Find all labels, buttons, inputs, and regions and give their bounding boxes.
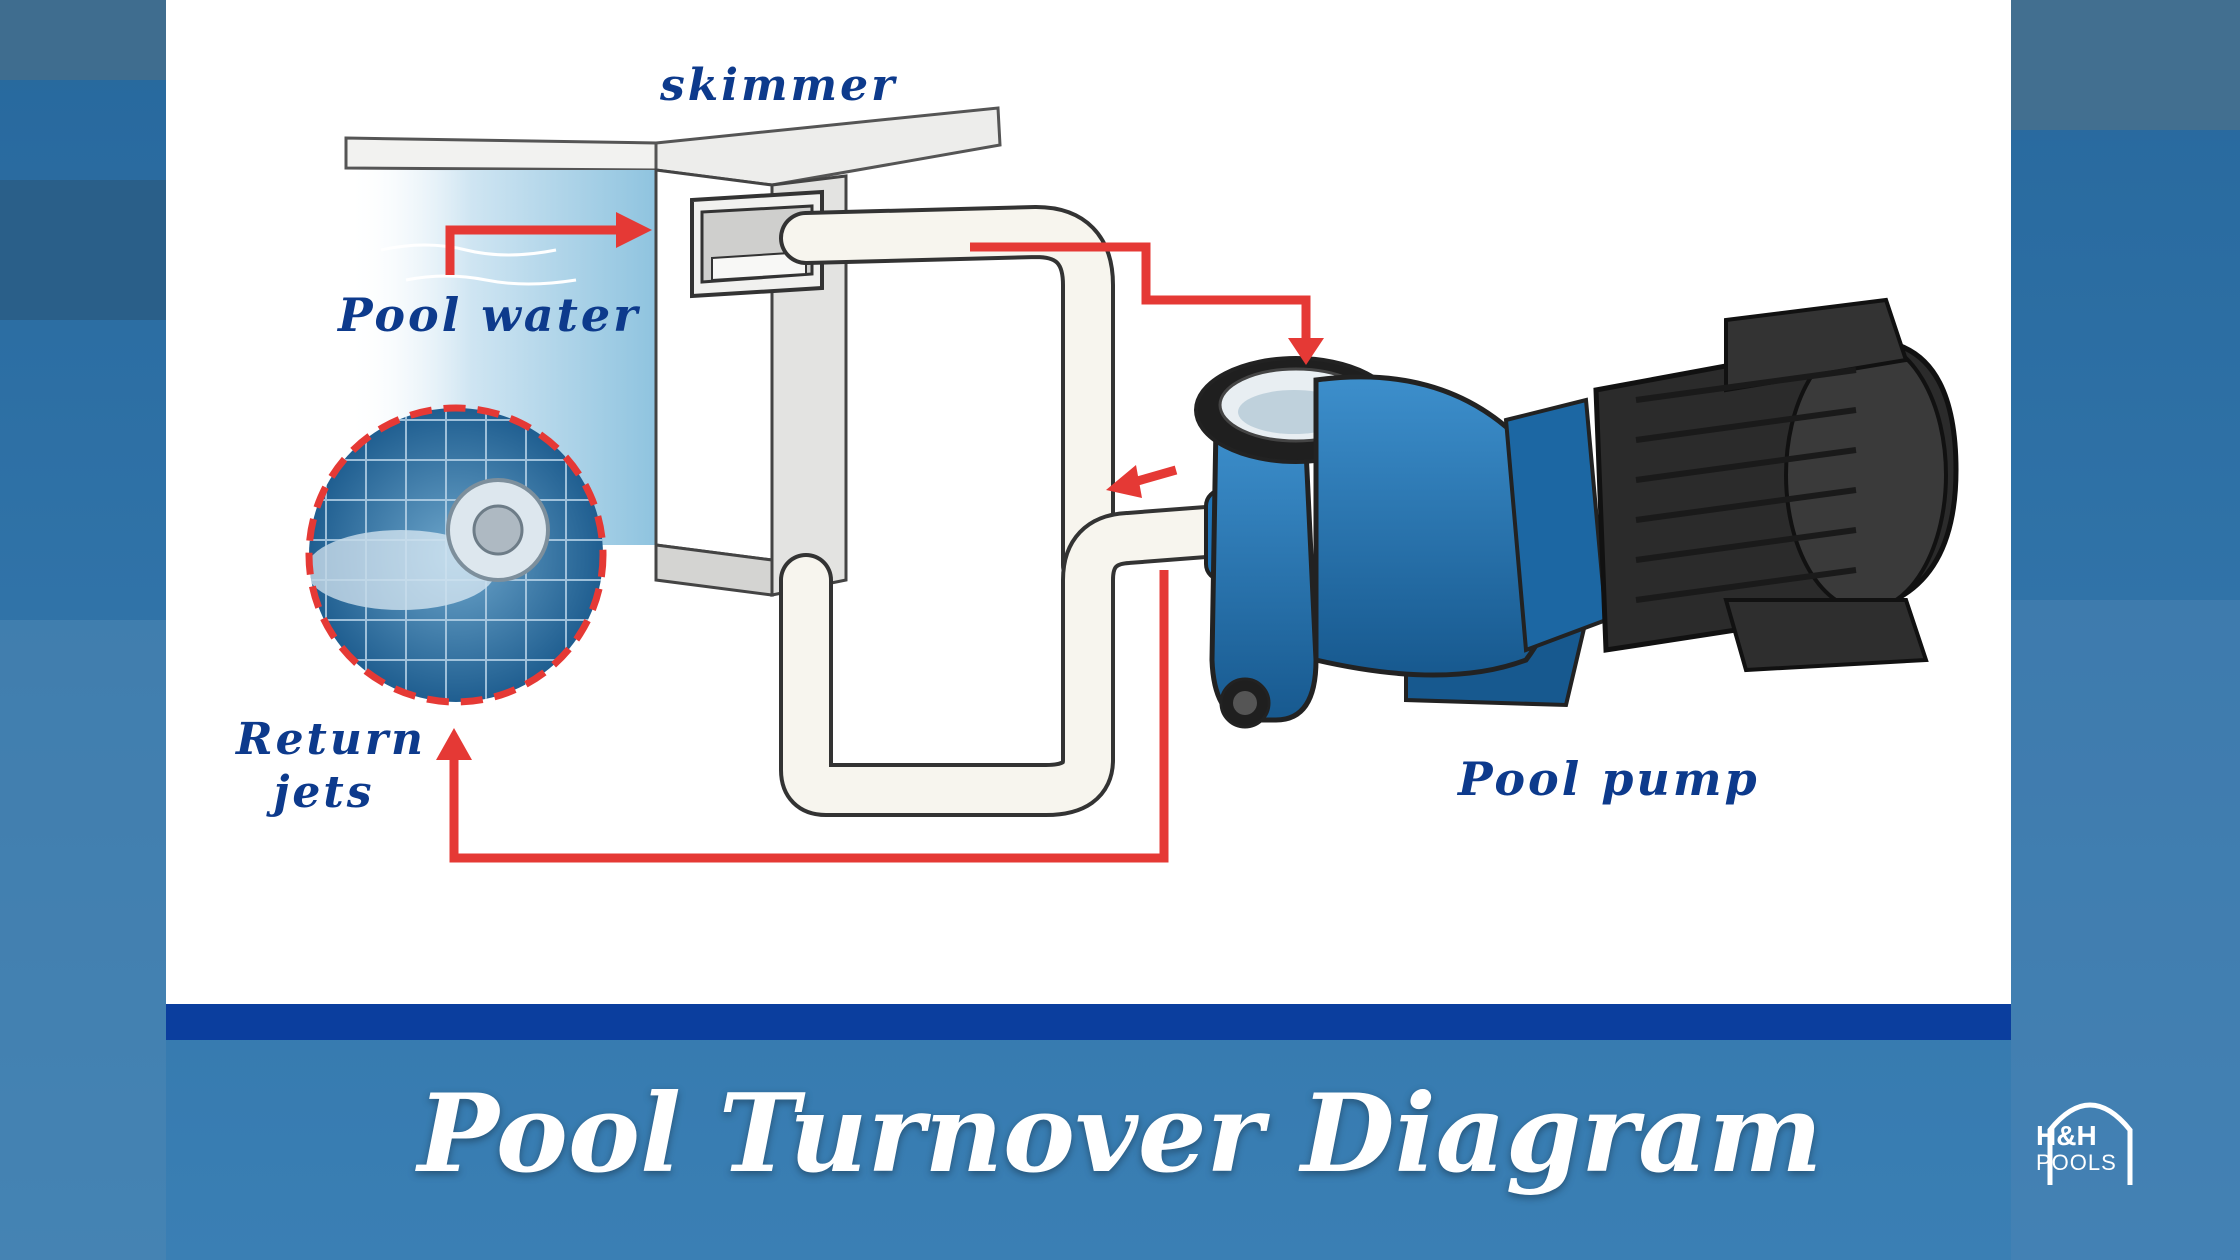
skimmer-label: skimmer xyxy=(660,60,898,111)
pool-circulation-diagram xyxy=(305,106,1959,863)
plumbing-pipes xyxy=(779,205,1233,817)
return-jet-inset xyxy=(305,404,607,706)
arrow-into-skimmer xyxy=(445,225,616,275)
hh-pools-logo-icon xyxy=(2047,1102,2133,1185)
logo-subtitle: POOLS xyxy=(2036,1150,2117,1175)
logo-name: H&H xyxy=(2036,1120,2097,1151)
pool-pump xyxy=(1194,297,1959,729)
arrow-to-pump xyxy=(970,242,1311,338)
page-title: Pool Turnover Diagram xyxy=(417,1071,1823,1197)
flow-arrows xyxy=(436,212,1324,863)
arrow-out-of-pump xyxy=(1132,465,1178,487)
panel-accent-bar xyxy=(166,1004,2011,1040)
arrow-to-return-jets xyxy=(449,570,1169,863)
pool-water-label: Pool water xyxy=(338,288,641,342)
pool-pump-label: Pool pump xyxy=(1458,752,1760,806)
return-jets-label: Return jets xyxy=(236,714,427,818)
